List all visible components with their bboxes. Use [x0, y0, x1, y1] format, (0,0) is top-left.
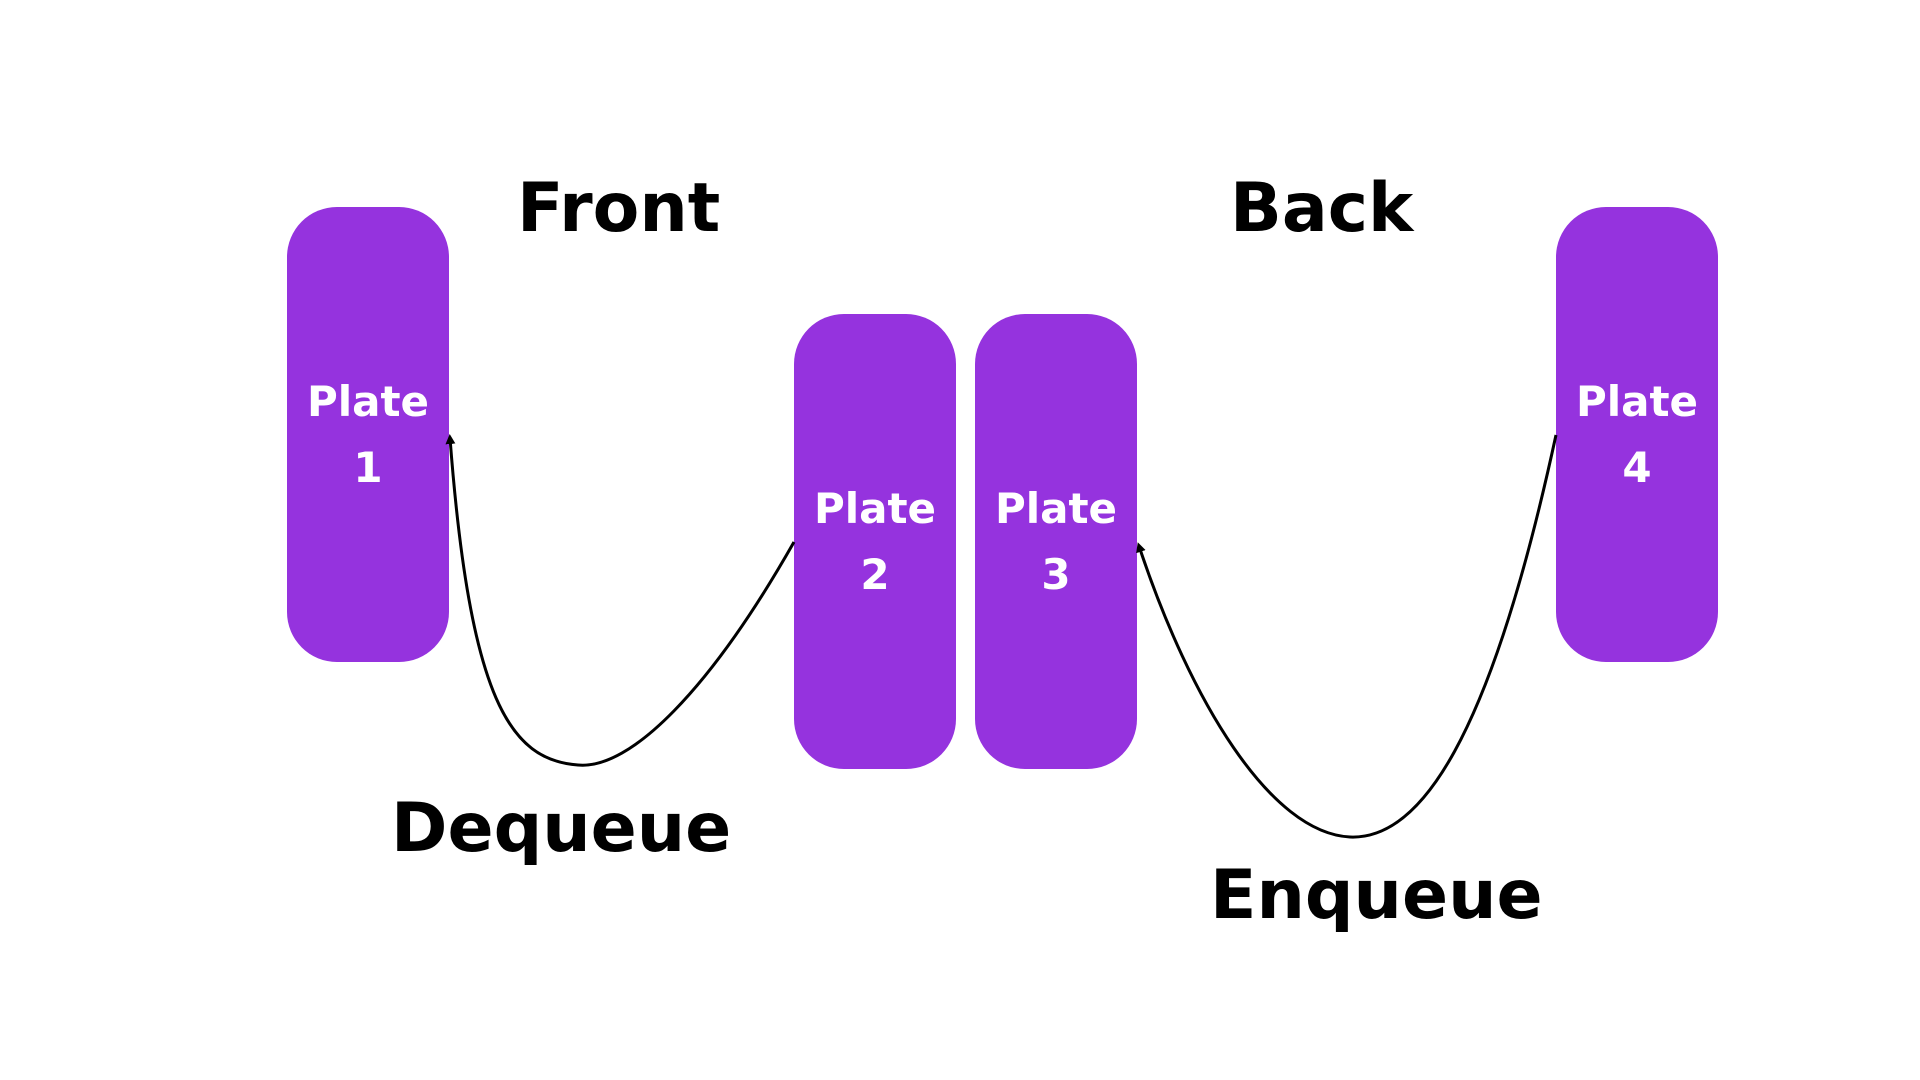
plate-1-title: Plate	[306, 376, 430, 426]
plate-3-number: 3	[1041, 549, 1071, 599]
dequeue-label: Dequeue	[391, 789, 732, 868]
dequeue-arrow	[445, 434, 796, 767]
plate-4-number: 4	[1622, 442, 1652, 492]
plate-2-number: 2	[860, 549, 890, 599]
plate-2-title: Plate	[813, 483, 937, 533]
plate-1: Plate 1	[287, 207, 449, 662]
front-label: Front	[517, 169, 721, 248]
plate-4-title: Plate	[1575, 376, 1699, 426]
back-label: Back	[1230, 169, 1414, 248]
plate-1-number: 1	[353, 442, 383, 492]
plate-3: Plate 3	[975, 314, 1137, 769]
enqueue-arrow	[1136, 434, 1558, 839]
plate-4: Plate 4	[1556, 207, 1718, 662]
plate-2: Plate 2	[794, 314, 956, 769]
enqueue-label: Enqueue	[1210, 856, 1543, 935]
plate-3-title: Plate	[994, 483, 1118, 533]
